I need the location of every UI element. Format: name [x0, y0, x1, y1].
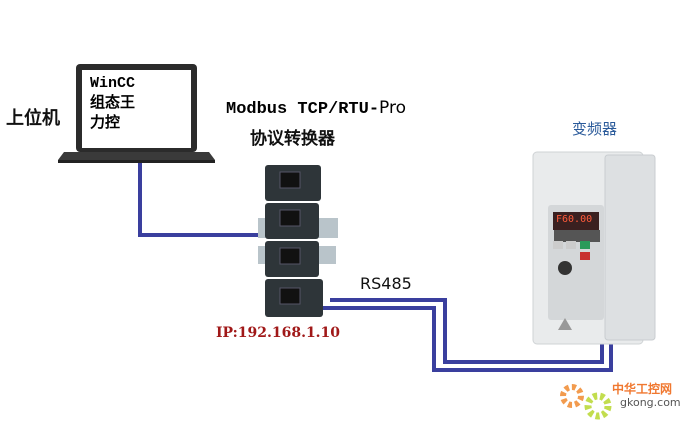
software-kingview: 组态王 — [90, 95, 136, 112]
host-computer-label: 上位机 — [6, 108, 60, 129]
frequency-inverter-device — [532, 151, 656, 345]
laptop-screen-text: WinCC 组态王 力控 — [90, 74, 135, 134]
rs485-cable-a — [330, 298, 604, 364]
rs485-label: RS485 — [360, 274, 412, 293]
protocol-converter-device — [258, 165, 338, 317]
ethernet-cable — [138, 162, 268, 237]
software-wincc: WinCC — [90, 75, 136, 92]
converter-title-suffix: Pro — [379, 98, 407, 118]
watermark-logo — [560, 384, 612, 420]
software-forcecontrol: 力控 — [90, 115, 121, 132]
watermark-domain: gkong.com — [620, 396, 681, 409]
converter-ip-address: IP:192.168.1.10 — [216, 325, 341, 341]
laptop-icon — [58, 64, 215, 163]
converter-title: Modbus TCP/RTU-Pro — [226, 98, 406, 119]
converter-subtitle: 协议转换器 — [250, 129, 335, 149]
rs485-cable-b — [320, 306, 613, 372]
watermark-text: 中华工控网 — [612, 382, 673, 396]
inverter-display: F60.00 — [556, 214, 593, 225]
converter-title-main: Modbus TCP/RTU- — [226, 100, 380, 119]
inverter-label: 变频器 — [572, 120, 618, 138]
